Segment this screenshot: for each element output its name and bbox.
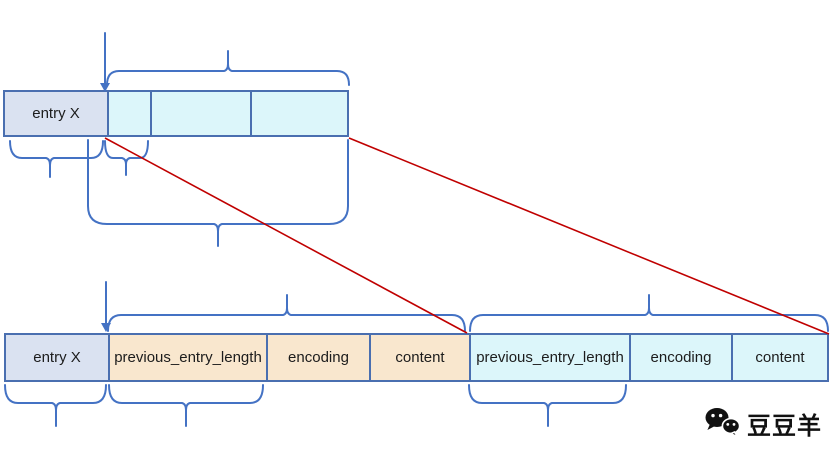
red-connector-line-1 [104,137,468,334]
bottom-entry-underbrace [4,384,107,427]
top-overbrace [106,50,350,86]
bottom-prev-length2-underbrace [468,384,627,427]
top-entry-row: entry X [3,90,349,137]
wechat-icon [705,408,740,439]
top-entry-underbrace [9,140,104,178]
top-big-underbrace [87,139,349,247]
top-entry-x-box: entry X [5,92,107,135]
bottom-entry-row: entry X previous_entry_length encoding c… [4,333,829,382]
bottom-cell-encoding-2: encoding [629,335,731,380]
bottom-cell-entry-x: entry X [6,335,108,380]
top-segment-3 [250,92,347,135]
watermark: 豆豆羊 [704,406,822,440]
bottom-cell-previous-entry-length-2: previous_entry_length [469,335,629,380]
bottom-cell-encoding-1: encoding [266,335,369,380]
top-segment-2 [150,92,250,135]
bottom-prev-length1-underbrace [108,384,264,427]
bottom-group2-overbrace [469,294,829,332]
top-segment-1 [107,92,150,135]
bottom-cell-previous-entry-length-1: previous_entry_length [108,335,266,380]
red-connector-line-2 [348,137,830,335]
bottom-group1-overbrace [107,294,466,332]
bottom-insert-arrowhead [101,323,111,332]
top-first-field-underbrace [104,140,149,176]
bottom-cell-content-2: content [731,335,827,380]
bottom-cell-content-1: content [369,335,469,380]
watermark-text: 豆豆羊 [747,412,822,440]
